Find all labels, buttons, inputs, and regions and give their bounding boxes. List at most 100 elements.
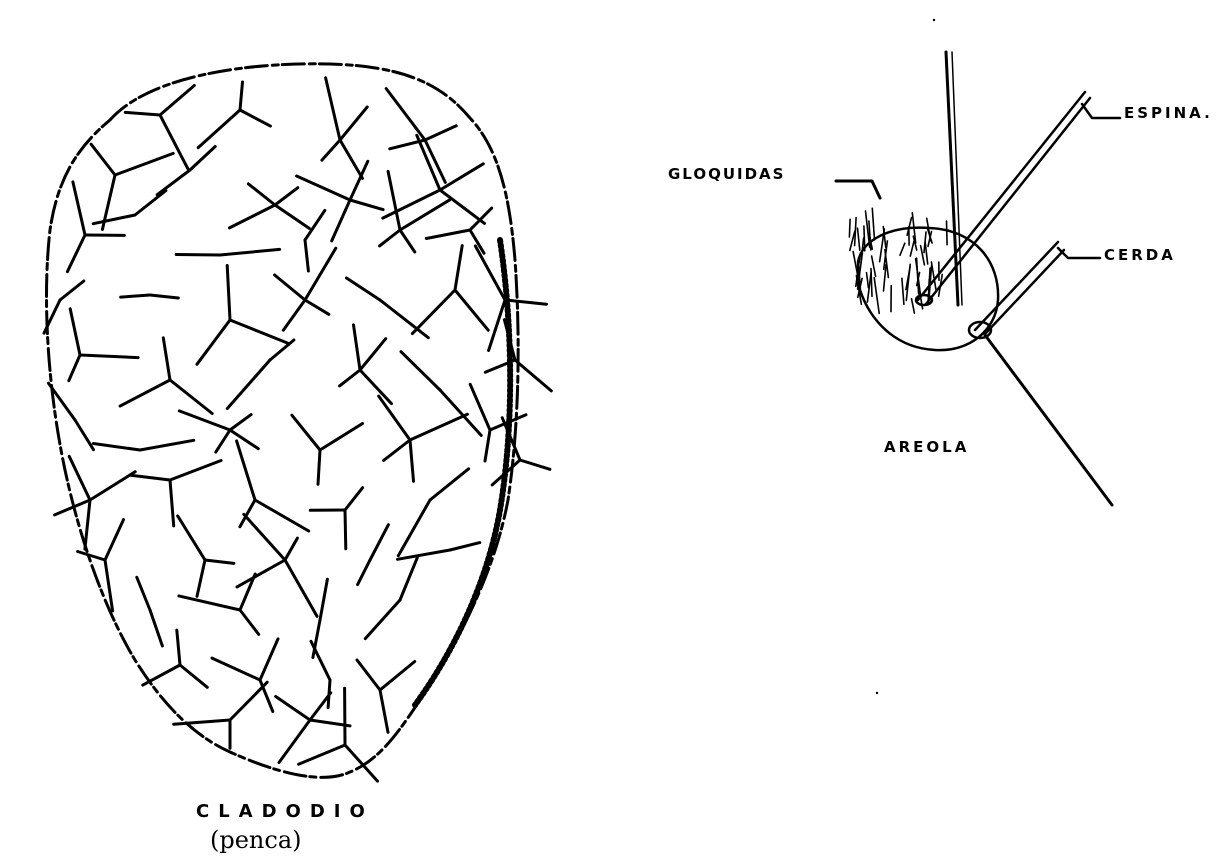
glochid: [872, 256, 876, 277]
spine: [358, 560, 370, 585]
areola-label: AREOLA: [884, 438, 969, 456]
spine-cluster: [292, 415, 363, 484]
spine-cluster: [197, 266, 288, 365]
spine: [455, 290, 488, 330]
spine: [179, 411, 230, 430]
spine: [237, 441, 255, 500]
spine-cluster: [227, 340, 294, 409]
glochid: [849, 219, 850, 237]
spine-cluster: [276, 693, 350, 763]
spine: [248, 184, 275, 205]
spine: [305, 240, 308, 271]
spine: [425, 126, 456, 140]
cladode-drawing: [44, 64, 551, 781]
spine-cluster: [365, 558, 417, 639]
spine: [160, 115, 188, 168]
spine: [360, 370, 392, 404]
spine: [67, 235, 85, 272]
spine: [345, 488, 363, 510]
spine: [150, 610, 162, 646]
spine: [69, 456, 90, 500]
spine-cluster: [44, 281, 84, 333]
spine-cluster: [340, 325, 392, 404]
spine-cluster: [157, 147, 215, 195]
spine: [326, 78, 340, 140]
spine-cluster: [305, 210, 325, 271]
spine: [78, 552, 105, 561]
spine: [75, 420, 94, 450]
spine: [380, 662, 415, 691]
spine: [190, 147, 215, 171]
spine: [379, 396, 410, 440]
spine: [69, 355, 80, 381]
spine: [170, 461, 221, 481]
spine: [157, 170, 190, 195]
spine: [93, 444, 140, 451]
spine-cluster: [275, 248, 336, 330]
cladode-outline: [46, 64, 518, 778]
spine: [345, 510, 346, 549]
spine: [90, 472, 135, 500]
spine: [178, 516, 205, 560]
spine: [230, 430, 258, 449]
spine: [275, 275, 305, 300]
spine: [388, 171, 400, 230]
spine: [120, 380, 170, 406]
spine: [283, 300, 305, 330]
spine: [384, 440, 410, 460]
spine-cluster: [176, 249, 279, 255]
glochid: [947, 221, 948, 245]
spine: [426, 230, 470, 239]
spine: [400, 558, 417, 600]
spine: [255, 500, 309, 531]
spine: [60, 281, 84, 300]
spine: [455, 246, 462, 290]
spine: [176, 255, 220, 256]
spine: [340, 370, 360, 386]
spine: [380, 300, 428, 338]
spine: [275, 205, 309, 228]
spine: [227, 360, 270, 409]
spine-cluster: [67, 182, 124, 272]
spine: [170, 380, 212, 414]
spine: [220, 249, 280, 255]
spine: [318, 450, 320, 484]
spine: [311, 641, 330, 680]
glochid: [850, 231, 855, 250]
spine-cluster: [426, 208, 491, 253]
spine: [520, 460, 550, 469]
cerda-bristle: [975, 242, 1064, 334]
spine: [386, 89, 425, 140]
spine: [347, 278, 381, 300]
spine: [205, 560, 234, 563]
spine: [237, 560, 285, 587]
glochid: [872, 208, 874, 240]
spine-cluster: [398, 469, 468, 556]
spine: [350, 200, 383, 210]
spine: [180, 665, 207, 687]
glochid: [853, 252, 857, 274]
spine: [240, 82, 243, 110]
spine: [322, 140, 340, 160]
glochid: [912, 299, 915, 313]
spine: [398, 500, 430, 556]
spine: [354, 325, 361, 370]
spine-cluster: [492, 418, 550, 485]
spine: [135, 191, 166, 215]
spine: [230, 415, 251, 430]
spine: [450, 543, 480, 550]
spine: [380, 230, 400, 246]
spine: [357, 660, 380, 690]
spine: [370, 525, 388, 560]
spine: [285, 538, 297, 560]
spine-cluster: [322, 78, 367, 179]
glochid: [864, 226, 865, 251]
spine: [292, 415, 320, 450]
spine: [440, 164, 483, 190]
spine: [240, 610, 259, 634]
glochid: [858, 228, 860, 250]
spine: [260, 639, 278, 680]
spine: [227, 266, 230, 321]
